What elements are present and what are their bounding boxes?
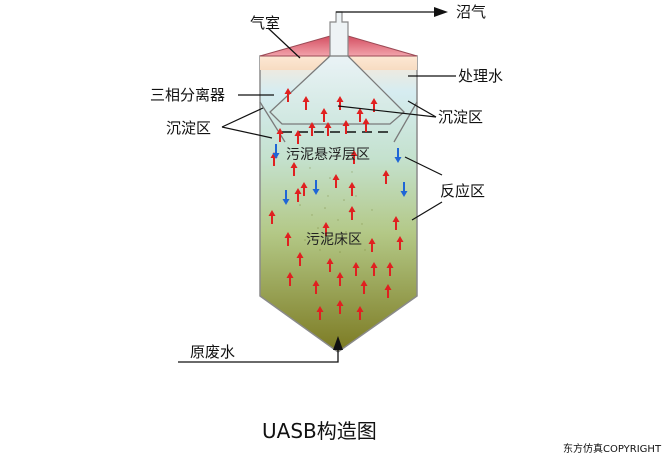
gas-chamber-roof	[259, 7, 448, 57]
rising-arrow	[276, 128, 284, 142]
rising-arrow	[396, 236, 404, 250]
rising-arrow	[342, 120, 350, 134]
leader-lines	[221, 27, 456, 221]
roof-right	[347, 35, 418, 57]
label-reaction-zone: 反应区	[440, 182, 485, 200]
rising-arrow	[290, 162, 298, 176]
label-sludge-suspension-layer: 污泥悬浮层区	[286, 147, 370, 163]
label-settling-zone-left: 沉淀区	[166, 119, 211, 137]
rising-arrow	[360, 280, 368, 294]
rising-arrow	[326, 258, 334, 272]
rising-arrow	[332, 174, 340, 188]
raw-water-inlet	[178, 336, 343, 363]
rising-arrows	[268, 88, 404, 320]
settling-arrow	[272, 144, 280, 159]
label-settling-zone-right: 沉淀区	[438, 108, 483, 126]
rising-arrow	[336, 96, 344, 110]
rising-arrow	[296, 252, 304, 266]
rising-arrow	[348, 206, 356, 220]
separator-hood	[269, 55, 405, 125]
label-gas-chamber: 气室	[250, 14, 280, 32]
copyright-text: 东方仿真COPYRIGHT	[563, 442, 662, 455]
label-sludge-bed-zone: 污泥床区	[306, 232, 362, 248]
reactor-vessel	[259, 55, 418, 353]
rising-arrow	[368, 238, 376, 252]
rising-arrow	[356, 306, 364, 320]
rising-arrow	[384, 284, 392, 298]
gas-outlet-arrow	[434, 7, 448, 17]
rising-arrow	[312, 280, 320, 294]
rising-arrow	[294, 188, 302, 202]
rising-arrow	[370, 262, 378, 276]
label-raw-wastewater: 原废水	[190, 343, 235, 361]
rising-arrow	[336, 300, 344, 314]
label-three-phase-separator: 三相分离器	[150, 86, 225, 104]
rising-arrow	[336, 272, 344, 286]
baffle-right	[393, 101, 418, 143]
three-phase-separator	[259, 55, 418, 143]
settling-arrows	[272, 144, 408, 205]
settling-arrow	[400, 182, 408, 197]
settling-arrow	[282, 190, 290, 205]
inlet-pipe	[178, 345, 339, 363]
rising-arrow	[356, 108, 364, 122]
rising-arrow	[316, 306, 324, 320]
rising-arrow	[352, 262, 360, 276]
inlet-arrow	[333, 336, 343, 350]
rising-arrow	[268, 210, 276, 224]
rising-arrow	[350, 150, 358, 164]
rising-arrow	[322, 222, 330, 236]
rising-arrow	[324, 122, 332, 136]
rising-arrow	[308, 122, 316, 136]
rising-arrow	[386, 262, 394, 276]
label-biogas: 沼气	[456, 3, 486, 21]
label-treated-water: 处理水	[458, 67, 503, 85]
gas-pipe	[329, 11, 349, 56]
rising-arrow	[362, 118, 370, 132]
rising-arrow	[284, 88, 292, 102]
rising-arrow	[392, 216, 400, 230]
settling-arrow	[312, 180, 320, 195]
rising-arrow	[320, 108, 328, 122]
rising-arrow	[348, 182, 356, 196]
rising-arrow	[302, 96, 310, 110]
settling-arrow	[394, 148, 402, 163]
rising-arrow	[382, 170, 390, 184]
rising-arrow	[300, 182, 308, 196]
rising-arrow	[286, 272, 294, 286]
rising-arrow	[294, 130, 302, 144]
rising-arrow	[284, 232, 292, 246]
diagram-caption: UASB构造图	[262, 419, 377, 443]
